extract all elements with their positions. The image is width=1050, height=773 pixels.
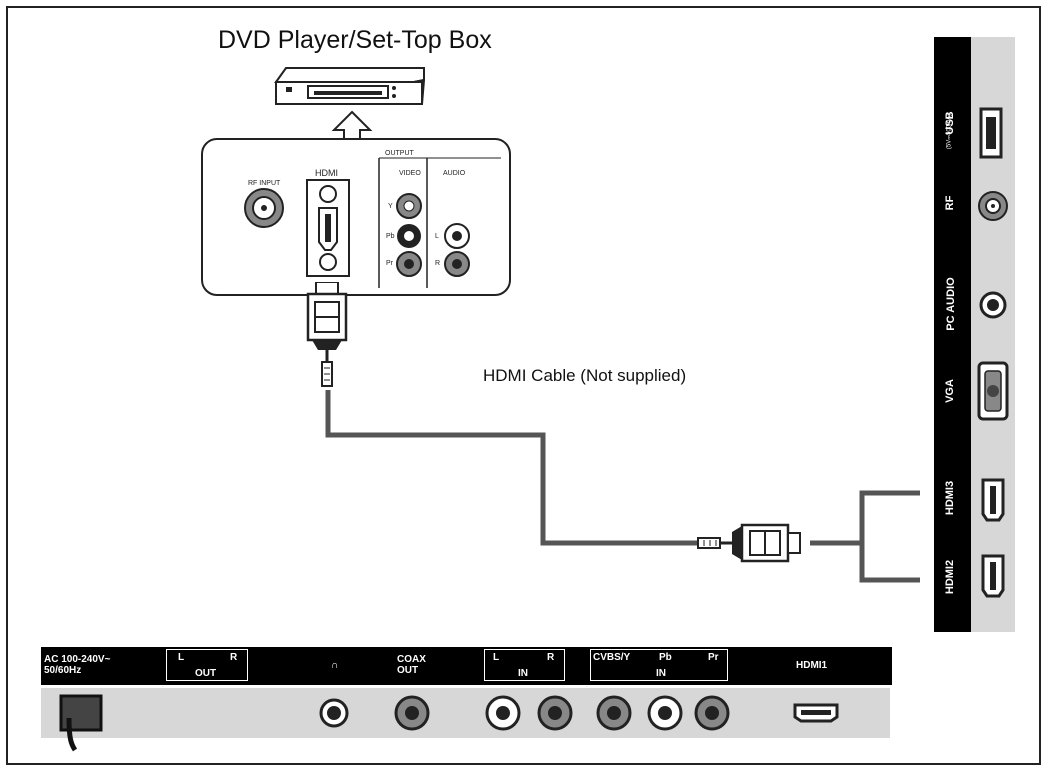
hdmi3-port-icon bbox=[981, 478, 1005, 522]
audio-out-label: OUT bbox=[195, 668, 217, 679]
video-pb-port-icon bbox=[397, 224, 421, 248]
audio-in-l-port-icon bbox=[485, 695, 521, 731]
audio-l-port-icon bbox=[444, 223, 470, 249]
usb-port-icon bbox=[979, 107, 1003, 159]
tv-bottom-label-strip bbox=[41, 647, 892, 685]
tv-side-ports bbox=[977, 107, 1009, 598]
audio-in-l-label: L bbox=[493, 652, 500, 663]
pc-audio-label: PC AUDIO bbox=[945, 277, 957, 331]
headphone-label: ∩ bbox=[331, 660, 339, 671]
hdmi2-port-icon bbox=[981, 554, 1005, 598]
hdmi1-port-icon bbox=[793, 703, 839, 723]
tv-bottom-ports bbox=[59, 694, 839, 752]
video-port-pr-label: Pr bbox=[386, 260, 393, 267]
hdmi3-label: HDMI3 bbox=[944, 480, 956, 516]
diagram-frame bbox=[6, 6, 1041, 765]
audio-in-label: IN bbox=[518, 668, 528, 679]
hdmi1-label: HDMI1 bbox=[796, 660, 828, 671]
usb-spec-label: (5V⎓500mA) bbox=[946, 113, 953, 150]
rf-input-port-icon bbox=[244, 188, 284, 228]
video-pr-port-icon bbox=[396, 251, 422, 277]
audio-out-l-label: L bbox=[178, 652, 185, 663]
pr-label: Pr bbox=[708, 652, 719, 663]
video-port-pb-label: Pb bbox=[386, 233, 395, 240]
coax-out-port-icon bbox=[394, 695, 430, 731]
source-panel-ports bbox=[244, 157, 501, 288]
pb-port-icon bbox=[647, 695, 683, 731]
coax-out-label: COAX OUT bbox=[397, 654, 426, 676]
video-y-port-icon bbox=[396, 193, 422, 219]
audio-in-r-label: R bbox=[547, 652, 555, 663]
audio-label: AUDIO bbox=[443, 170, 466, 177]
audio-port-r-label: R bbox=[435, 260, 441, 267]
vga-port-icon bbox=[977, 361, 1009, 421]
audio-r-port-icon bbox=[444, 251, 470, 277]
rf-label: RF bbox=[944, 195, 956, 211]
audio-out-r-label: R bbox=[230, 652, 238, 663]
cvbs-label: CVBS/Y bbox=[593, 652, 631, 663]
component-in-label: IN bbox=[656, 668, 666, 679]
pc-audio-port-icon bbox=[979, 291, 1007, 319]
tv-bottom-port-panel bbox=[41, 688, 890, 738]
headphone-port-icon bbox=[319, 698, 349, 728]
component-in-group bbox=[590, 649, 728, 681]
tv-side-label-strip bbox=[934, 37, 971, 632]
power-socket-icon bbox=[59, 694, 103, 752]
rf-input-label: RF INPUT bbox=[248, 180, 281, 187]
hdmi-plug-upper-icon bbox=[306, 282, 348, 387]
hdmi-output-port-icon bbox=[306, 179, 350, 277]
video-label: VIDEO bbox=[399, 170, 421, 177]
audio-in-group bbox=[484, 649, 565, 681]
audio-port-l-label: L bbox=[435, 233, 439, 240]
vga-label: VGA bbox=[944, 379, 956, 403]
rf-port-icon bbox=[978, 191, 1008, 221]
hdmi-plug-lower-icon bbox=[697, 523, 801, 563]
audio-out-group bbox=[166, 649, 248, 681]
hdmi-port-label: HDMI bbox=[315, 168, 338, 178]
power-label: AC 100-240V~ 50/60Hz bbox=[44, 654, 111, 676]
audio-in-r-port-icon bbox=[537, 695, 573, 731]
dvd-player-icon bbox=[274, 67, 425, 105]
cvbs-port-icon bbox=[596, 695, 632, 731]
pr-port-icon bbox=[694, 695, 730, 731]
cable-label: HDMI Cable (Not supplied) bbox=[483, 366, 687, 385]
pb-label: Pb bbox=[659, 652, 672, 663]
output-label: OUTPUT bbox=[385, 150, 414, 157]
video-port-y-label: Y bbox=[388, 203, 393, 210]
hdmi2-label: HDMI2 bbox=[944, 559, 956, 595]
diagram-title: DVD Player/Set-Top Box bbox=[218, 26, 492, 54]
